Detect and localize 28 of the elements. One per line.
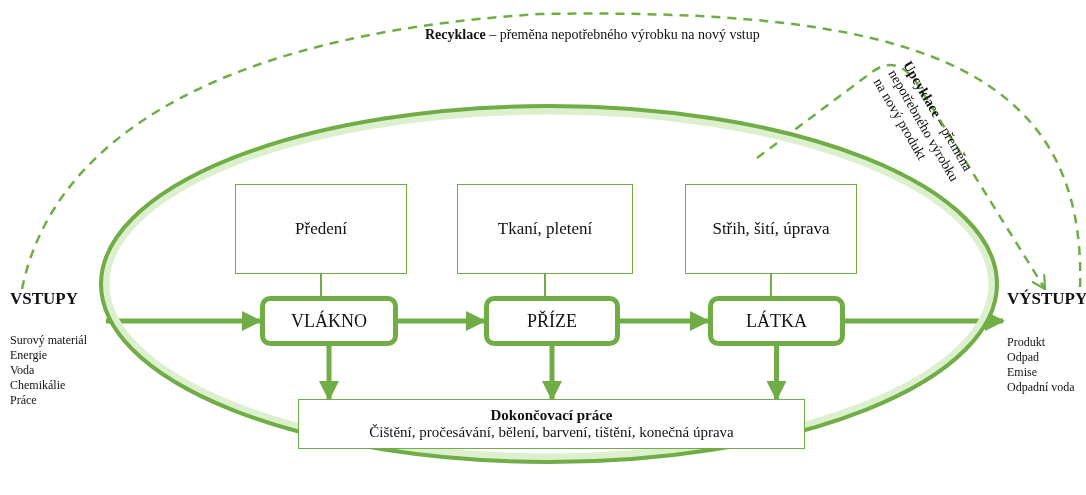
list-item: Voda xyxy=(10,363,35,378)
list-item: Produkt xyxy=(1007,335,1045,350)
arrow xyxy=(319,346,339,401)
dashed-arrow xyxy=(756,64,1047,291)
list-item: Surový materiál xyxy=(10,333,87,348)
stage-box: LÁTKA xyxy=(708,296,845,346)
arrow xyxy=(106,311,262,331)
connector-line xyxy=(770,273,772,297)
arrow xyxy=(620,311,710,331)
connector-line xyxy=(320,273,322,297)
finishing-box: Dokončovací práce Čištění, pročesávání, bělení, barvení, tištění, konečná úprava xyxy=(298,399,805,449)
section-heading: VSTUPY xyxy=(10,289,78,309)
arrow xyxy=(542,346,562,401)
list-item: Odpadní voda xyxy=(1007,380,1075,395)
stage-box: PŘÍZE xyxy=(484,296,620,346)
process-box: Předení xyxy=(235,184,407,274)
list-item: Chemikálie xyxy=(10,378,66,393)
arrow xyxy=(398,311,486,331)
list-item: Práce xyxy=(10,393,37,408)
process-box: Střih, šití, úprava xyxy=(685,184,857,274)
edge-label: Recyklace – přeměna nepotřebného výrobku na nový vstup xyxy=(425,26,761,43)
stage-box: VLÁKNO xyxy=(260,296,398,346)
process-box: Tkaní, pletení xyxy=(457,184,633,274)
connector-line xyxy=(544,273,546,297)
list-item: Odpad xyxy=(1007,350,1039,365)
list-item: Energie xyxy=(10,348,48,363)
list-item: Emise xyxy=(1007,365,1037,380)
arrow xyxy=(766,346,787,401)
